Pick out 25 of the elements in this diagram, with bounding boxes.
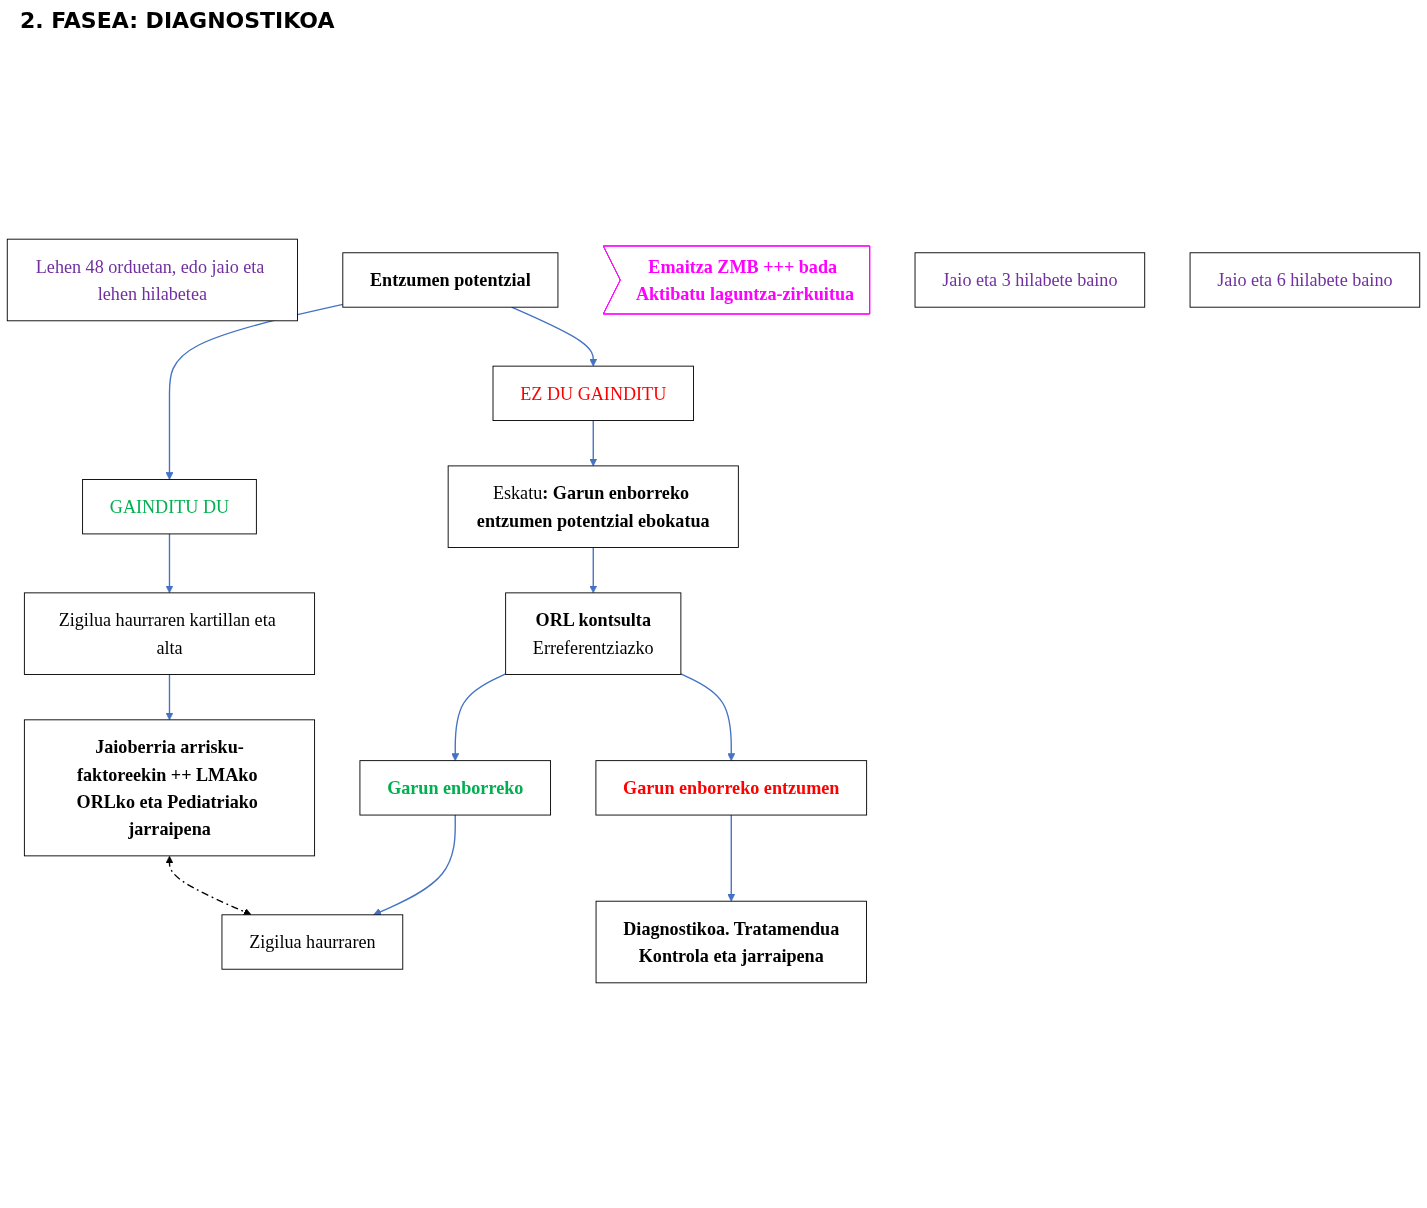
arrow (727, 814, 736, 902)
node-box: Entzumen potentzial (342, 252, 559, 308)
node-box: Eskatu: Garun enborreko entzumen potentzial ebokatua (447, 465, 739, 548)
node-box: Diagnostikoa. Tratamendua Kontrola eta jarraipena (595, 900, 867, 984)
arrow (680, 673, 736, 761)
node-box: Zigilua haurraren kartillan eta alta (23, 592, 316, 675)
arrow (373, 814, 456, 916)
arrow (165, 303, 344, 480)
node-box: Zigilua haurraren (221, 914, 404, 970)
arrow (165, 533, 174, 594)
arrow (165, 673, 174, 721)
arrow (589, 419, 598, 467)
node-box: Jaio eta 3 hilabete baino (914, 252, 1146, 308)
node-box: Jaio eta 6 hilabete baino (1189, 252, 1421, 308)
arrow (589, 546, 598, 594)
phase-heading: 2. FASEA: DIAGNOSTIKOA (20, 8, 336, 33)
arrow (451, 673, 507, 761)
node-box: Garun enborreko entzumen (595, 760, 868, 816)
arrow (165, 855, 252, 916)
node-box: Lehen 48 orduetan, edo jaio eta lehen hilabetea (6, 238, 298, 322)
node-box: Jaioberria arrisku-faktoreekin ++ LMAko ORLko eta Pediatriako jarraipena (23, 719, 316, 857)
node-box: Garun enborreko (359, 760, 551, 816)
node-box: EZ DU GAINDITU (492, 365, 694, 421)
node-box: GAINDITU DU (82, 479, 257, 535)
node-box: ORL kontsulta Erreferentziazko (505, 592, 682, 675)
